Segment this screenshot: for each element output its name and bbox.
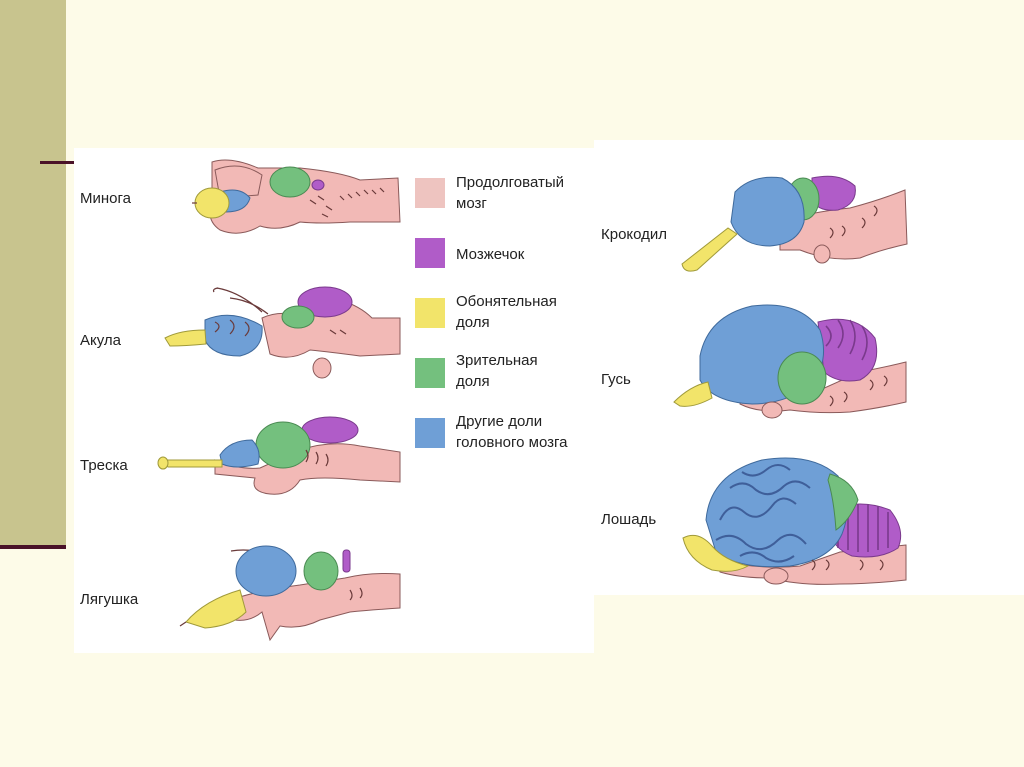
brain-crocodile [682,176,907,271]
brain-lamprey [192,160,400,233]
brain-frog [180,546,400,640]
brain-shark [165,287,400,378]
brain-horse [683,458,906,584]
brain-cod [158,417,400,494]
brain-goose [674,305,906,418]
